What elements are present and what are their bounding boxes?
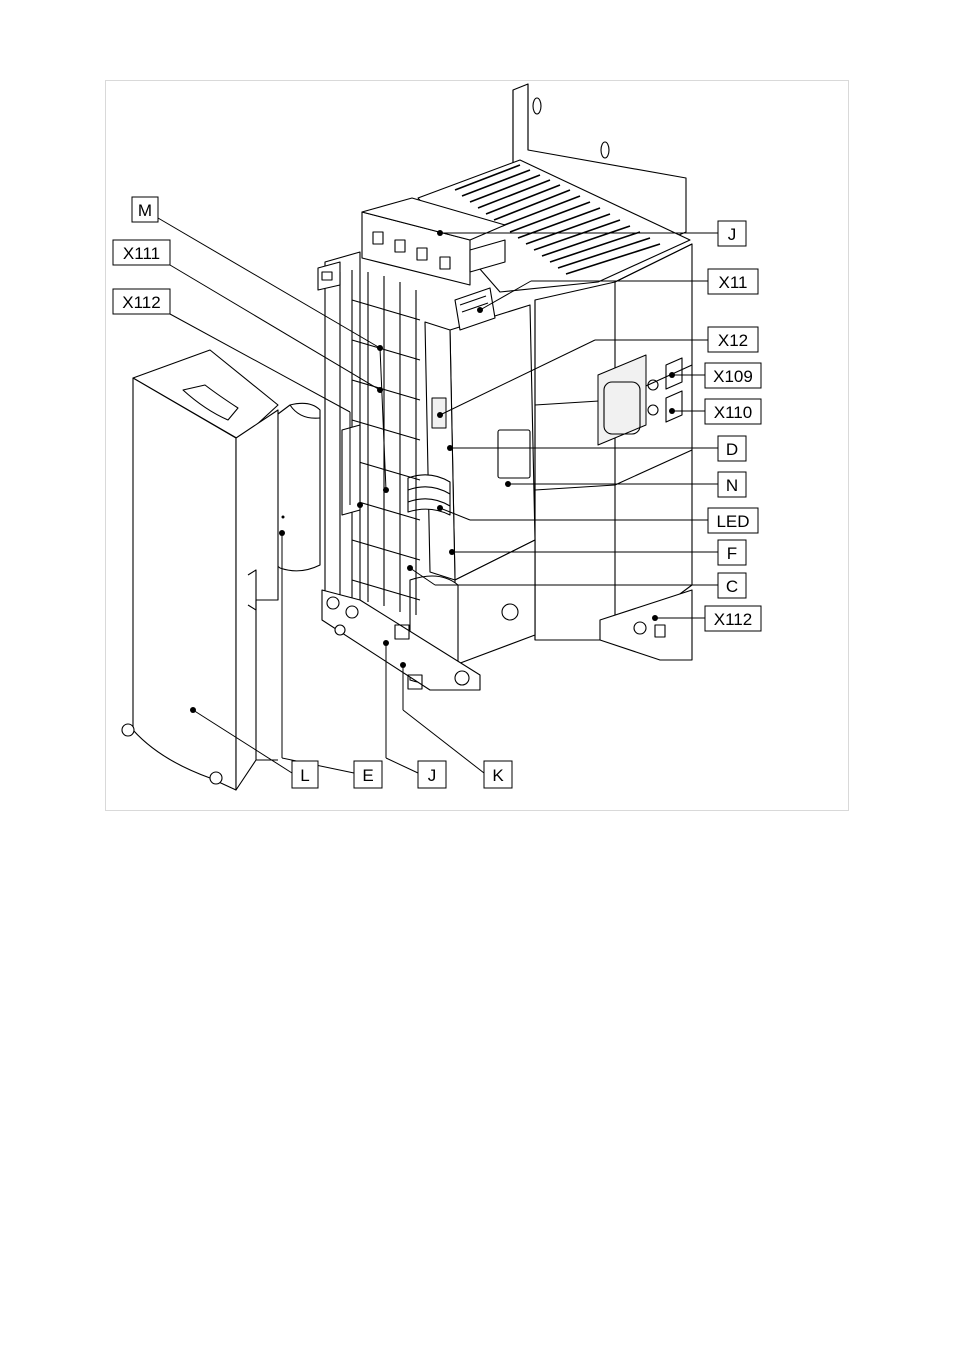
front-cover <box>122 350 278 790</box>
heat-sink-fins <box>352 270 420 615</box>
callout-x110: X110 <box>705 399 761 424</box>
callout-x111-text: X111 <box>123 244 160 263</box>
callout-x110-text: X110 <box>714 403 752 422</box>
callout-n: N <box>718 472 746 497</box>
callout-x111: X111 <box>113 240 170 265</box>
callout-j-bottom-text: J <box>428 766 437 785</box>
callout-d-text: D <box>726 440 738 459</box>
callout-j-top: J <box>718 221 746 246</box>
callout-n-text: N <box>726 476 738 495</box>
drive-unit-drawing <box>122 84 692 790</box>
callout-e-text: E <box>362 766 373 785</box>
callout-x11-text: X11 <box>719 273 748 292</box>
callout-k: K <box>484 761 512 788</box>
callout-x109-text: X109 <box>713 367 753 386</box>
callout-x112-left-text: X112 <box>122 293 160 312</box>
front-module <box>408 288 535 683</box>
callout-c: C <box>718 573 746 598</box>
callout-c-text: C <box>726 577 738 596</box>
callout-j-top-text: J <box>728 225 737 244</box>
callout-led-text: LED <box>716 512 749 531</box>
callout-f: F <box>718 540 746 565</box>
callout-f-text: F <box>727 544 737 563</box>
callout-e: E <box>354 761 382 788</box>
callout-m-text: M <box>138 201 152 220</box>
callout-x12-text: X12 <box>718 331 748 350</box>
callout-m: M <box>132 197 158 222</box>
callout-j-bottom: J <box>418 761 446 788</box>
callout-k-text: K <box>492 766 504 785</box>
callout-d: D <box>718 436 746 461</box>
callout-l: L <box>292 761 318 788</box>
main-body <box>535 244 692 660</box>
callout-x112-right-text: X112 <box>714 610 752 629</box>
callout-x112-right: X112 <box>705 606 761 631</box>
callout-l-text: L <box>300 766 309 785</box>
callout-led: LED <box>708 508 758 533</box>
callout-x12: X12 <box>708 327 758 352</box>
callout-x11: X11 <box>708 269 758 294</box>
callout-x109: X109 <box>705 363 761 388</box>
callout-x112-left: X112 <box>113 289 170 314</box>
